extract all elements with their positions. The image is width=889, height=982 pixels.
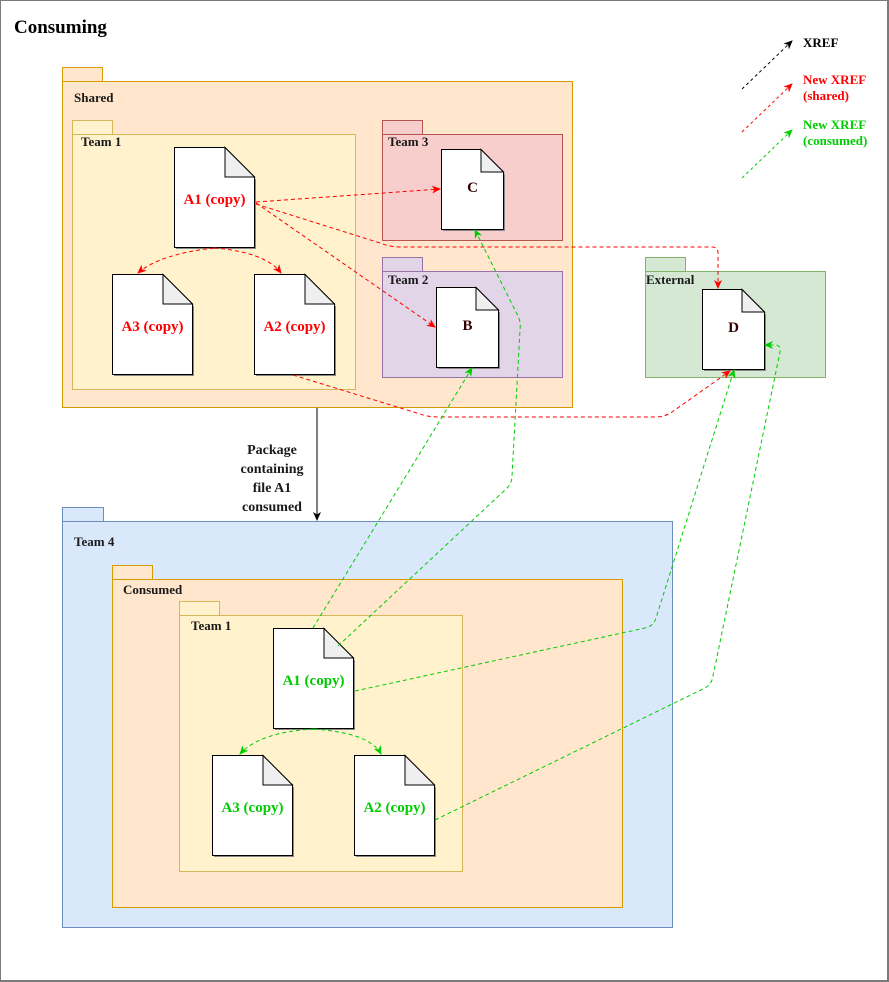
file-consumed-a3[interactable]: A3 (copy): [212, 754, 294, 857]
package-tab-team4: [62, 507, 104, 522]
file-icon: [212, 754, 294, 857]
file-label: A2 (copy): [263, 319, 326, 335]
file-label: A3 (copy): [121, 319, 184, 335]
file-label: A3 (copy): [221, 800, 284, 816]
file-label: B: [462, 318, 473, 334]
file-label: C: [467, 180, 478, 196]
legend-xref-label: XREF: [803, 35, 838, 51]
file-c[interactable]: C: [441, 148, 505, 231]
legend-new-xref-consumed-label: New XREF (consumed): [803, 117, 867, 149]
legend-new-xref-shared-label: New XREF (shared): [803, 72, 866, 104]
consume-arrow-label: Package containing file A1 consumed: [226, 441, 318, 517]
package-label-consumed-team1: Team 1: [191, 618, 232, 633]
package-tab-team3: [382, 120, 423, 135]
file-shared-a3[interactable]: A3 (copy): [112, 273, 194, 376]
file-label: A1 (copy): [282, 673, 345, 689]
diagram-title: Consuming: [14, 17, 107, 38]
package-tab-consumed-team1: [179, 601, 220, 616]
package-label-team3: Team 3: [388, 134, 429, 149]
consume-label-line: file A1: [252, 481, 292, 496]
file-consumed-a1[interactable]: A1 (copy): [273, 627, 355, 730]
file-d[interactable]: D: [702, 288, 766, 371]
file-shared-a2[interactable]: A2 (copy): [254, 273, 336, 376]
legend-line: (shared): [803, 88, 849, 103]
file-b[interactable]: B: [436, 286, 500, 369]
package-label-shared-team1: Team 1: [81, 134, 122, 149]
file-consumed-a2[interactable]: A2 (copy): [354, 754, 436, 857]
package-label-team4: Team 4: [74, 534, 115, 549]
file-label: A1 (copy): [183, 192, 246, 208]
file-icon: [112, 273, 194, 376]
package-label-consumed: Consumed: [123, 582, 183, 597]
legend-line: (consumed): [803, 133, 868, 148]
package-tab-shared-team1: [72, 120, 113, 135]
file-label: A2 (copy): [363, 800, 426, 816]
legend-line: XREF: [803, 35, 839, 50]
package-tab-consumed: [112, 565, 153, 580]
legend-line: New XREF: [803, 72, 867, 87]
package-label-shared: Shared: [74, 90, 114, 105]
package-tab-shared: [62, 67, 103, 82]
legend-line: New XREF: [803, 117, 867, 132]
consume-label-line: consumed: [242, 500, 302, 515]
file-icon: [354, 754, 436, 857]
package-tab-external: [645, 257, 686, 272]
package-tab-team2: [382, 257, 423, 272]
package-label-external: External: [646, 272, 695, 287]
consume-label-line: Package: [247, 443, 297, 458]
file-label: D: [728, 320, 739, 336]
file-shared-a1[interactable]: A1 (copy): [174, 146, 256, 249]
package-label-team2: Team 2: [388, 272, 429, 287]
consume-label-line: containing: [240, 462, 304, 477]
